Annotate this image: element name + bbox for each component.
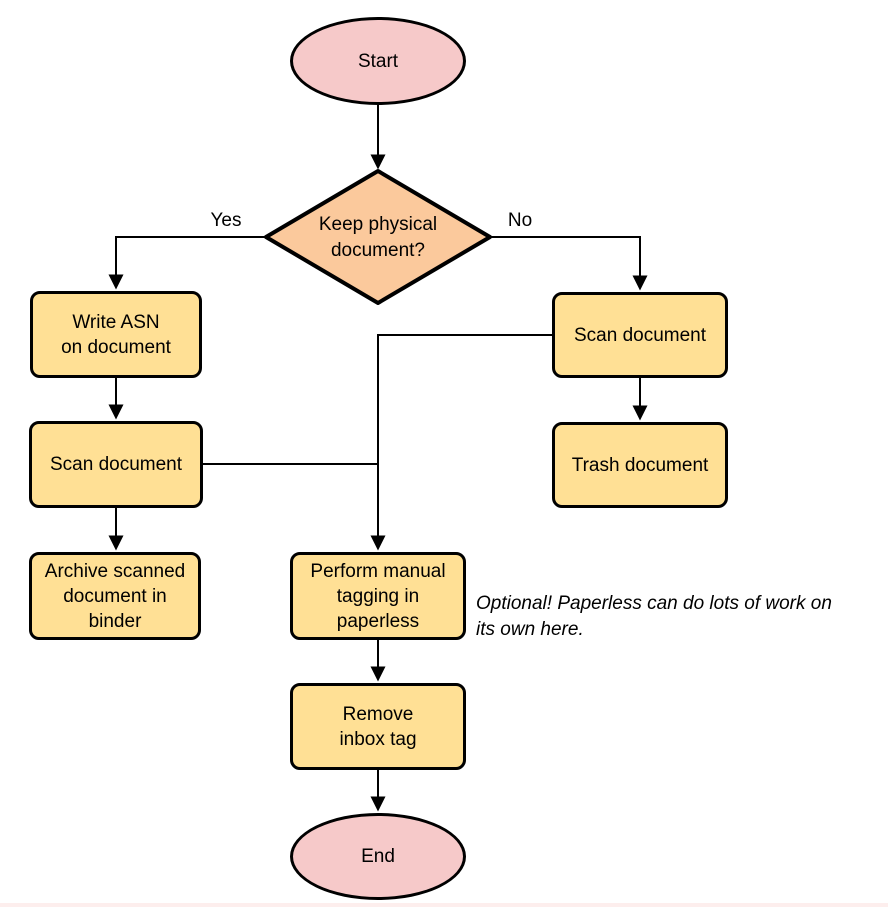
node-scan-right-label: Scan document [573, 324, 707, 346]
edge-label-yes: Yes [210, 210, 242, 231]
edge-decision-no-to-scan [490, 236, 648, 291]
node-decision-label: Keep physical document? [318, 214, 438, 261]
optional-note: Optional! Paperless can do lots of work … [476, 593, 832, 640]
node-scan-document-right: Scan document [552, 292, 728, 378]
node-scan-left-label: Scan document [49, 454, 183, 475]
node-trash-document: Trash document [552, 422, 728, 508]
node-archive-scanned-document: Archive scanned document in binder [29, 552, 201, 640]
node-tagging-label: Perform manual tagging in paperless [310, 560, 446, 632]
edge-scan-right-to-tagging [370, 334, 552, 551]
node-write-asn-label: Write ASN on document [61, 311, 171, 358]
page-bottom-edge [0, 903, 888, 907]
node-end-label: End [361, 846, 395, 867]
node-scan-document-left: Scan document [29, 421, 203, 508]
node-perform-manual-tagging: Perform manual tagging in paperless [290, 552, 466, 640]
node-remove-inbox-label: Remove inbox tag [339, 703, 417, 750]
node-end: End [290, 813, 466, 900]
node-remove-inbox-tag: Remove inbox tag [290, 683, 466, 770]
edge-label-no: No [507, 210, 533, 231]
node-start-label: Start [357, 50, 399, 72]
node-archive-label: Archive scanned document in binder [44, 560, 186, 632]
node-start: Start [290, 17, 466, 105]
node-write-asn-on-document: Write ASN on document [30, 291, 202, 378]
decision-diamond-shape [264, 169, 492, 305]
edge-decision-yes-to-write-asn [108, 236, 266, 290]
node-trash-label: Trash document [571, 454, 709, 476]
